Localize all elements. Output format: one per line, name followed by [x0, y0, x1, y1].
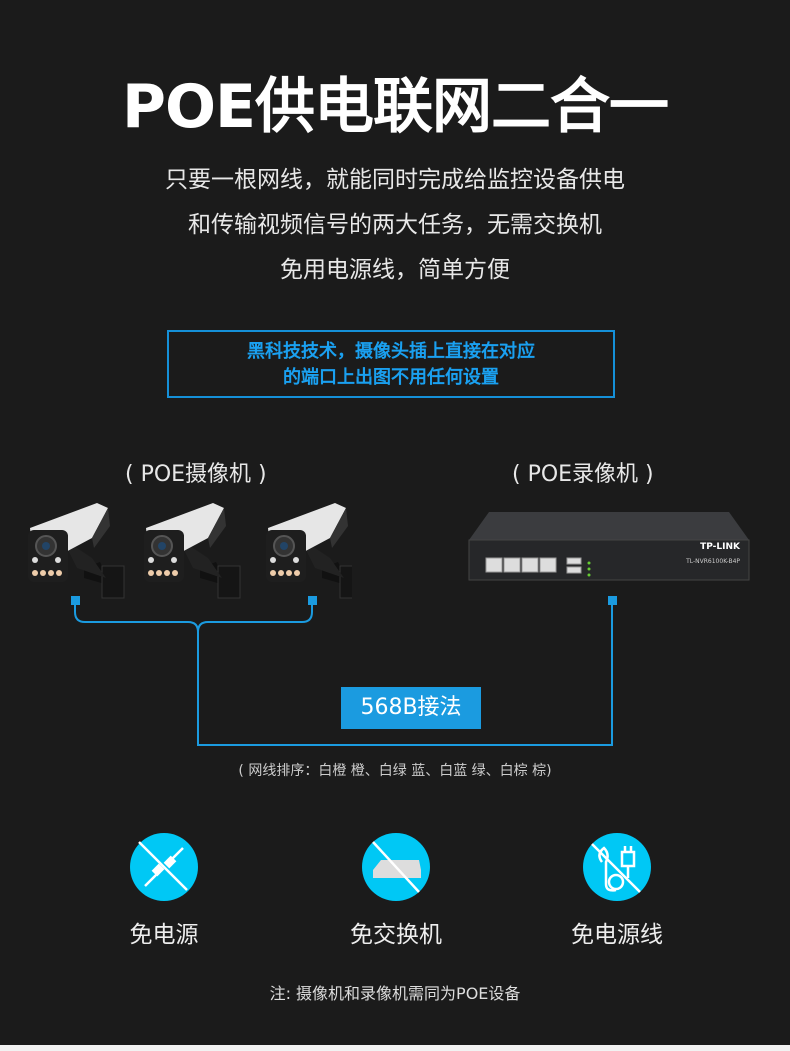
- highlight-line: 的端口上出图不用任何设置: [283, 367, 499, 388]
- port-marker: [308, 596, 317, 605]
- no-power-cord-icon: [582, 832, 652, 906]
- feature-label: 免电源: [129, 922, 199, 948]
- subtitle-line: 只要一根网线，就能同时完成给监控设备供电: [165, 167, 625, 193]
- port-marker: [608, 596, 617, 605]
- nvr-model: TL-NVR6100K-B4P: [686, 558, 740, 565]
- subtitle-line: 免用电源线，简单方便: [280, 257, 510, 283]
- nvr-label: ( POE录像机 ): [512, 462, 654, 487]
- highlight-line: 黑科技技术，摄像头插上直接在对应: [247, 341, 535, 362]
- footnote: 注: 摄像机和录像机需同为POE设备: [269, 984, 521, 1003]
- feature-label: 免交换机: [350, 922, 442, 948]
- page-title: POE供电联网二合一: [122, 72, 669, 142]
- bottom-strip: [0, 1045, 790, 1051]
- camera-label: ( POE摄像机 ): [125, 462, 267, 487]
- subtitle-line: 和传输视频信号的两大任务，无需交换机: [188, 212, 602, 238]
- feature-label: 免电源线: [571, 922, 663, 948]
- port-marker: [71, 596, 80, 605]
- cable-line: [197, 600, 313, 633]
- highlight-box: 黑科技技术，摄像头插上直接在对应 的端口上出图不用任何设置: [167, 330, 615, 398]
- nvr-image: TP-LINK TL-NVR6100K-B4P: [464, 506, 754, 582]
- wiring-note: ( 网线排序：白橙 橙、白绿 蓝、白蓝 绿、白棕 棕): [238, 763, 552, 779]
- no-adapter-icon: [129, 832, 199, 906]
- nvr-brand: TP-LINK: [700, 542, 740, 552]
- wiring-standard-badge: 568B接法: [341, 687, 481, 729]
- no-switch-icon: [361, 832, 431, 906]
